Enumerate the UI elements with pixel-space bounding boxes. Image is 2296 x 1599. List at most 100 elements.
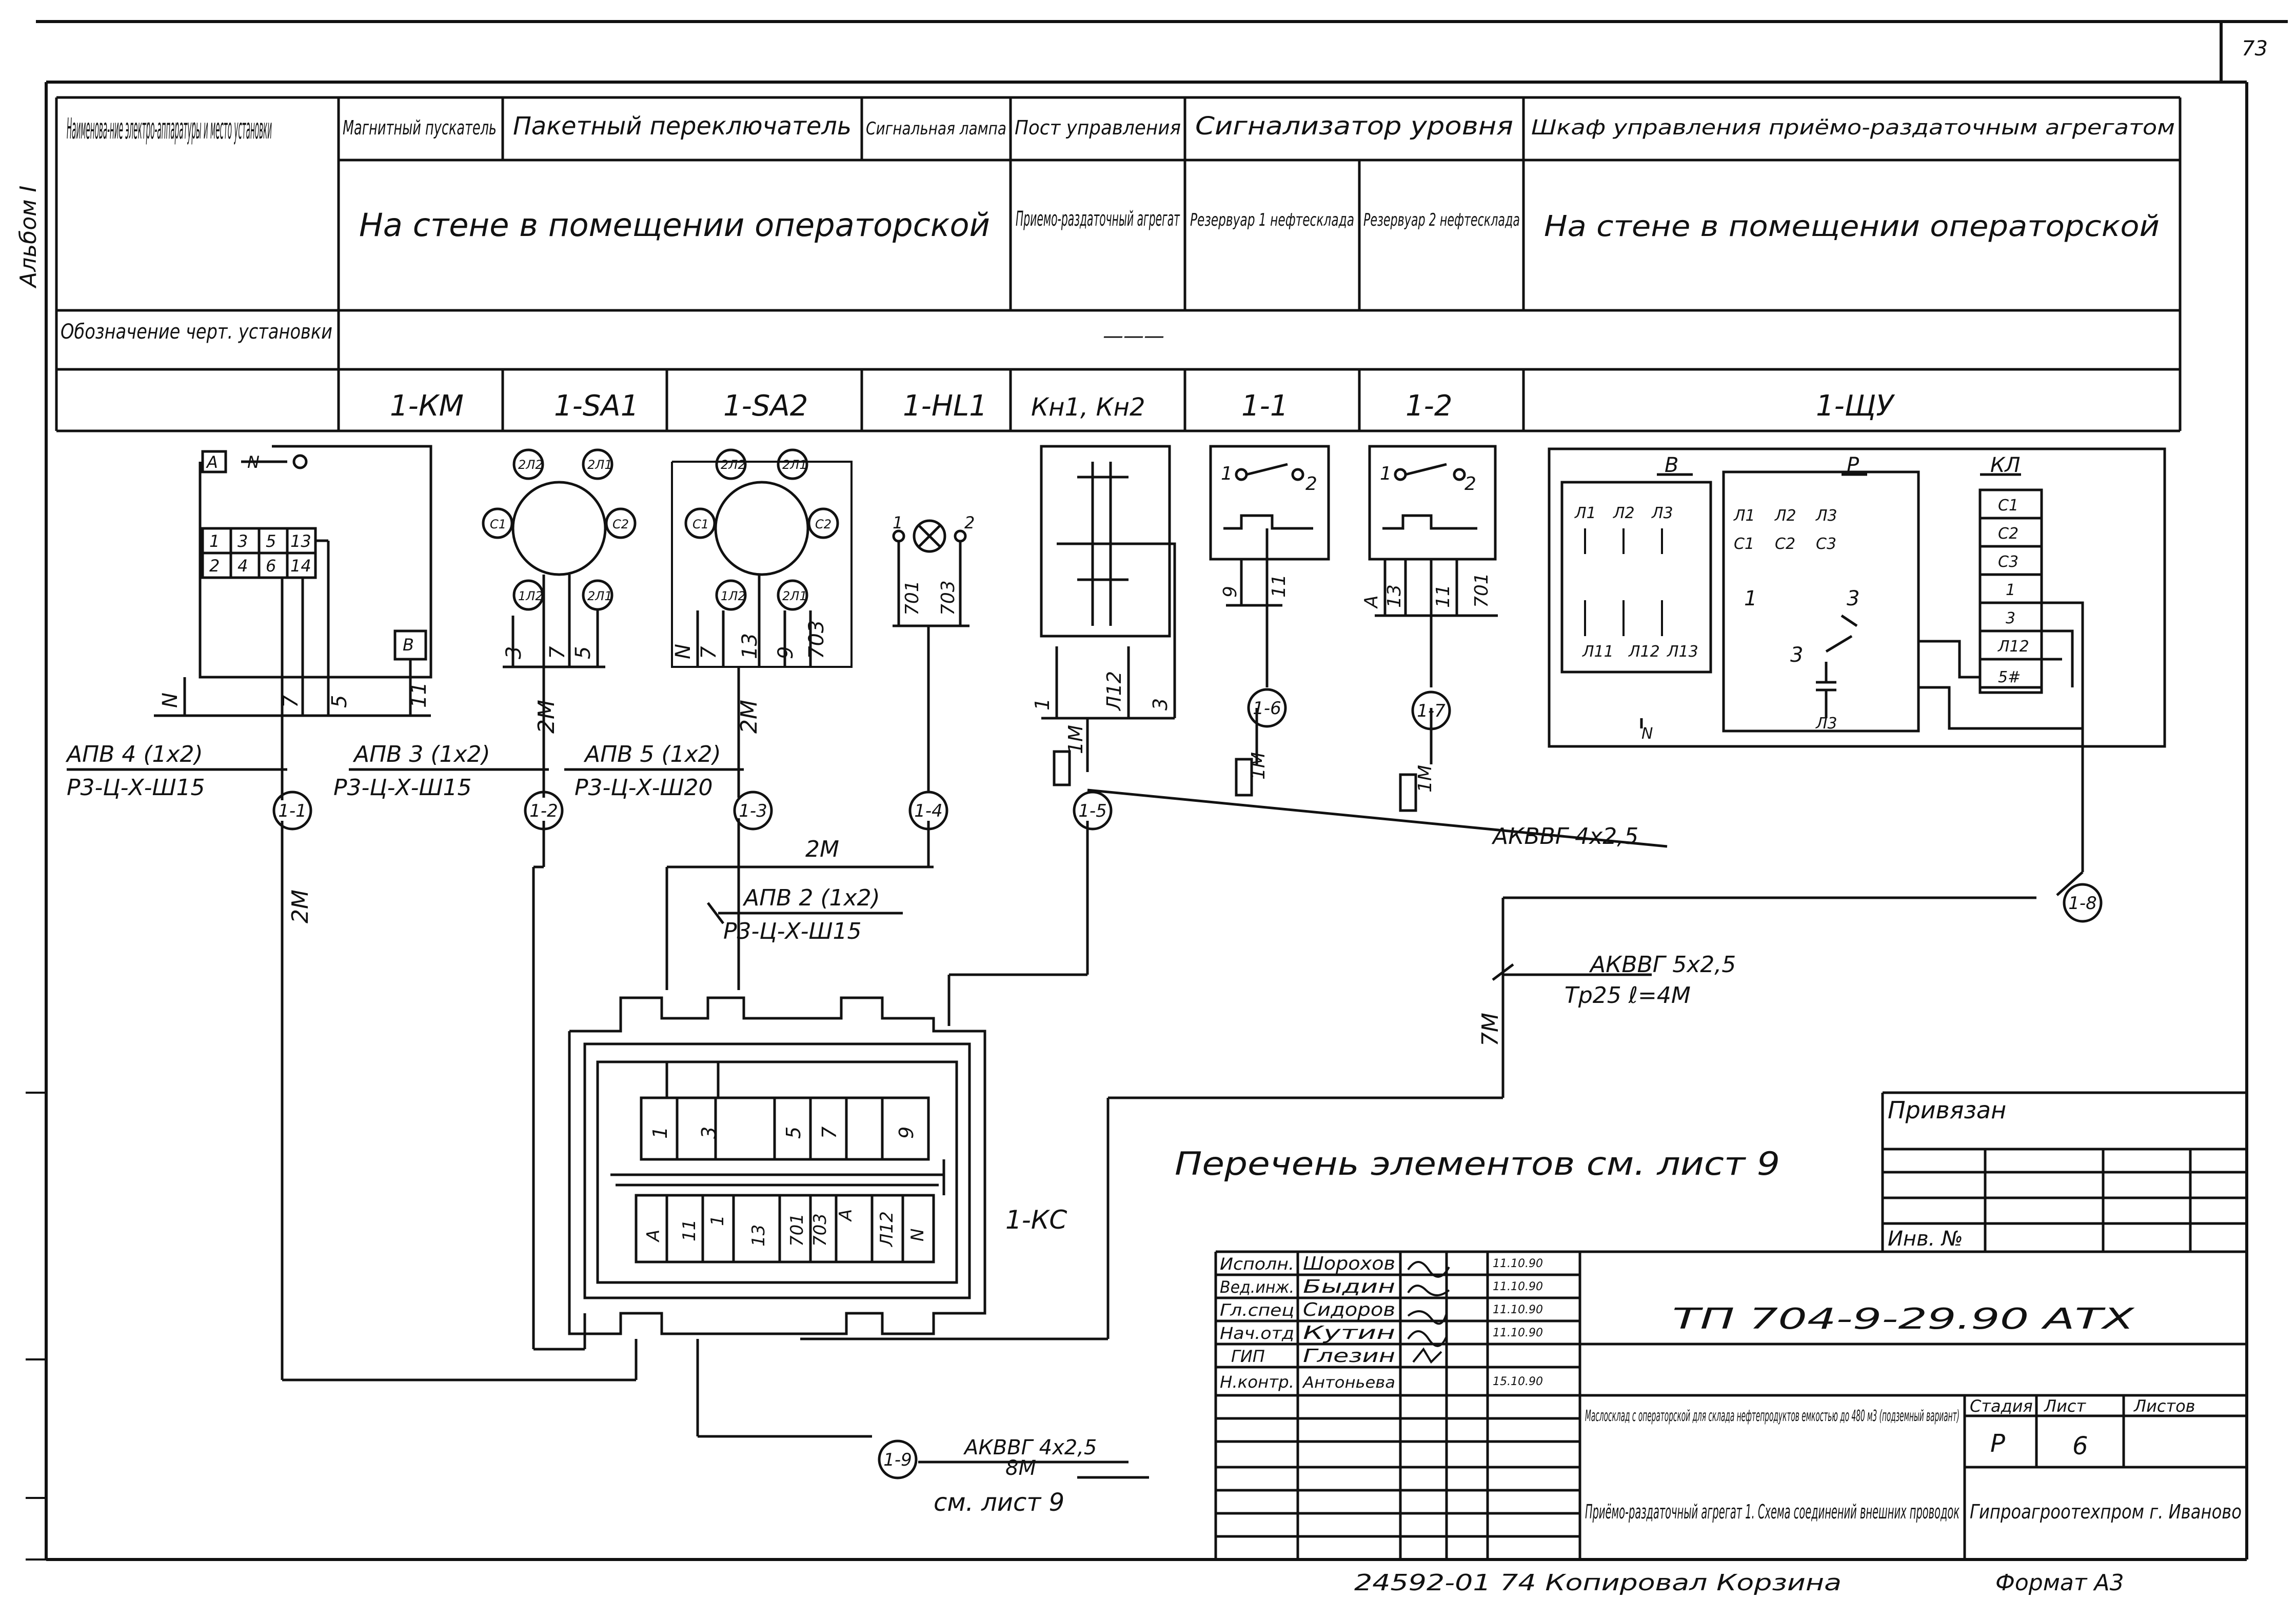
- drawing-label: Обозначение черт. установки: [61, 320, 332, 344]
- location-post: Приемо-раздаточный агрегат: [1016, 207, 1180, 231]
- cable-label: АПВ 2 (1х2): [742, 885, 880, 911]
- box-term: 11: [679, 1219, 700, 1241]
- sa-contact: 2Л1: [587, 458, 612, 472]
- element-list-note: Перечень элементов см. лист 9: [1175, 1145, 1780, 1182]
- panel-term: Л2: [1613, 504, 1635, 522]
- wire-number: 7: [279, 695, 303, 708]
- wire-number: 11: [407, 682, 431, 708]
- sa-contact: С1: [490, 517, 506, 531]
- cable-label: АКВВГ 5х2,5: [1589, 952, 1736, 978]
- sa-contact: 1Л2: [721, 589, 746, 603]
- wire-number: 703: [938, 580, 959, 616]
- stamp-role: ГИП: [1231, 1347, 1265, 1366]
- designation-kn: Кн1, Кн2: [1031, 393, 1145, 422]
- wire-number: 701: [902, 580, 923, 616]
- cable-label: см. лист 9: [934, 1488, 1064, 1517]
- panel-term: 3: [1847, 587, 1859, 610]
- cable-label: АКВВГ 4х2,5: [963, 1436, 1097, 1459]
- stamp-name: Быдин: [1303, 1276, 1395, 1297]
- kl-term: Л12: [1997, 638, 2029, 656]
- sa-contact: 2Л2: [518, 458, 543, 472]
- stamp-linked: Привязан: [1888, 1096, 2006, 1124]
- sa1-contacts: 2Л2 2Л1 С1 С2 1Л2 2Л1: [490, 458, 629, 603]
- wire-number: А: [1361, 595, 1382, 609]
- lamp-term-1: 1: [893, 513, 903, 532]
- km-term: 13: [290, 531, 311, 551]
- wire-number: 13: [738, 633, 762, 659]
- stamp-name: Глезин: [1303, 1346, 1395, 1367]
- panel-term: N: [1641, 725, 1653, 743]
- box-term: 3: [698, 1127, 720, 1139]
- panel-term: Л3: [1815, 715, 1837, 733]
- level-term: 2: [1464, 473, 1476, 495]
- cabinet-p-terms: Л1 Л2 Л3 С1 С2 С3 1 3 3 Л3: [1733, 507, 1859, 733]
- header-label: Наименова-ние электро-аппаратуры и место…: [67, 112, 272, 146]
- cable-label: Р3-Ц-Х-Ш20: [575, 775, 713, 801]
- km-term: 4: [237, 556, 248, 576]
- sa-contact: С1: [692, 517, 709, 531]
- cable-number: 1-2: [529, 801, 558, 821]
- level-term: 1: [1221, 463, 1233, 484]
- lamp-term-2: 2: [964, 513, 975, 532]
- stamp-sheet-label: Лист: [2044, 1396, 2086, 1416]
- box-term: 13: [748, 1225, 769, 1247]
- stamp-name: Кутин: [1303, 1322, 1395, 1344]
- km-label-n: N: [247, 452, 260, 472]
- km-term: 3: [237, 531, 248, 551]
- cable-number: 1-8: [2068, 893, 2097, 914]
- cable-label: АПВ 3 (1х2): [352, 741, 490, 767]
- box-term: 7: [818, 1127, 841, 1139]
- cable-number: 1-7: [1417, 701, 1446, 721]
- panel-term: Л11: [1582, 643, 1614, 661]
- wire-number: 701: [1471, 573, 1492, 608]
- cable-label: 8М: [1005, 1456, 1036, 1480]
- cable-label: Тр25 ℓ=4М: [1565, 982, 1691, 1009]
- wire-number: 9: [1220, 586, 1241, 598]
- col-header-switch: Пакетный переключатель: [513, 112, 852, 141]
- designation-1km: 1-КМ: [390, 389, 464, 423]
- col-header-post: Пост управления: [1015, 116, 1181, 139]
- designation-1hl1: 1-HL1: [903, 389, 987, 423]
- kl-term: 5#: [1998, 668, 2021, 686]
- cable-length: 1М: [1248, 752, 1269, 780]
- device-1km-body: [154, 445, 432, 717]
- cabinet-1shu-body: [1548, 447, 2166, 872]
- sa-contact: 2Л1: [782, 458, 807, 472]
- col-header-level: Сигнализатор уровня: [1195, 112, 1513, 141]
- designation-1-2: 1-2: [1406, 389, 1452, 423]
- sa2-wire-numbers: N 7 13 9 703: [671, 620, 828, 659]
- title-block-grid: [1214, 1091, 2247, 1559]
- stamp-date: 11.10.90: [1493, 1257, 1543, 1270]
- km-term: 2: [209, 556, 220, 576]
- cable-number: 1-4: [914, 801, 943, 821]
- copy-line: 24592-01 74 Копировал Корзина: [1354, 1570, 1842, 1596]
- panel-label: В: [1665, 453, 1678, 477]
- wire-number: 7: [546, 646, 569, 659]
- designation-1shu: 1-ЩУ: [1816, 389, 1895, 423]
- stamp-date: 11.10.90: [1493, 1280, 1543, 1293]
- kl-term: С1: [1998, 497, 2018, 515]
- col-header-cabinet: Шкаф управления приёмо-раздаточным агрег…: [1531, 116, 2175, 140]
- designation-1-1: 1-1: [1241, 389, 1288, 423]
- stamp-sheets-label: Листов: [2133, 1396, 2195, 1416]
- panel-term: Л1: [1574, 504, 1596, 522]
- stamp-inv: Инв. №: [1888, 1227, 1963, 1251]
- cable-length: 1М: [1064, 725, 1087, 754]
- cable-length: 2М: [805, 836, 839, 862]
- wire-number: 5: [571, 646, 595, 659]
- panel-term: Л1: [1733, 507, 1755, 525]
- cable-length: 2М: [287, 890, 313, 923]
- post-wire-numbers: 1 Л12 3 1М: [1031, 671, 1172, 754]
- stamp-role: Исполн.: [1220, 1254, 1294, 1274]
- device-1sa1-body: [482, 448, 637, 668]
- location-left: На стене в помещении операторской: [359, 206, 990, 244]
- stamp-org: Гипроагроотехпром г. Иваново: [1970, 1501, 2242, 1523]
- cable-number: 1-5: [1078, 801, 1107, 821]
- sa2-contacts: 2Л2 2Л1 С1 С2 1Л2 2Л1: [692, 458, 832, 603]
- box-term: 1: [707, 1215, 728, 1226]
- wire-number: 9: [774, 646, 798, 659]
- junction-box-name: 1-КС: [1005, 1205, 1067, 1235]
- sa-contact: 2Л1: [782, 589, 807, 603]
- stamp-code: ТП 704-9-29.90 АТХ: [1672, 1302, 2135, 1336]
